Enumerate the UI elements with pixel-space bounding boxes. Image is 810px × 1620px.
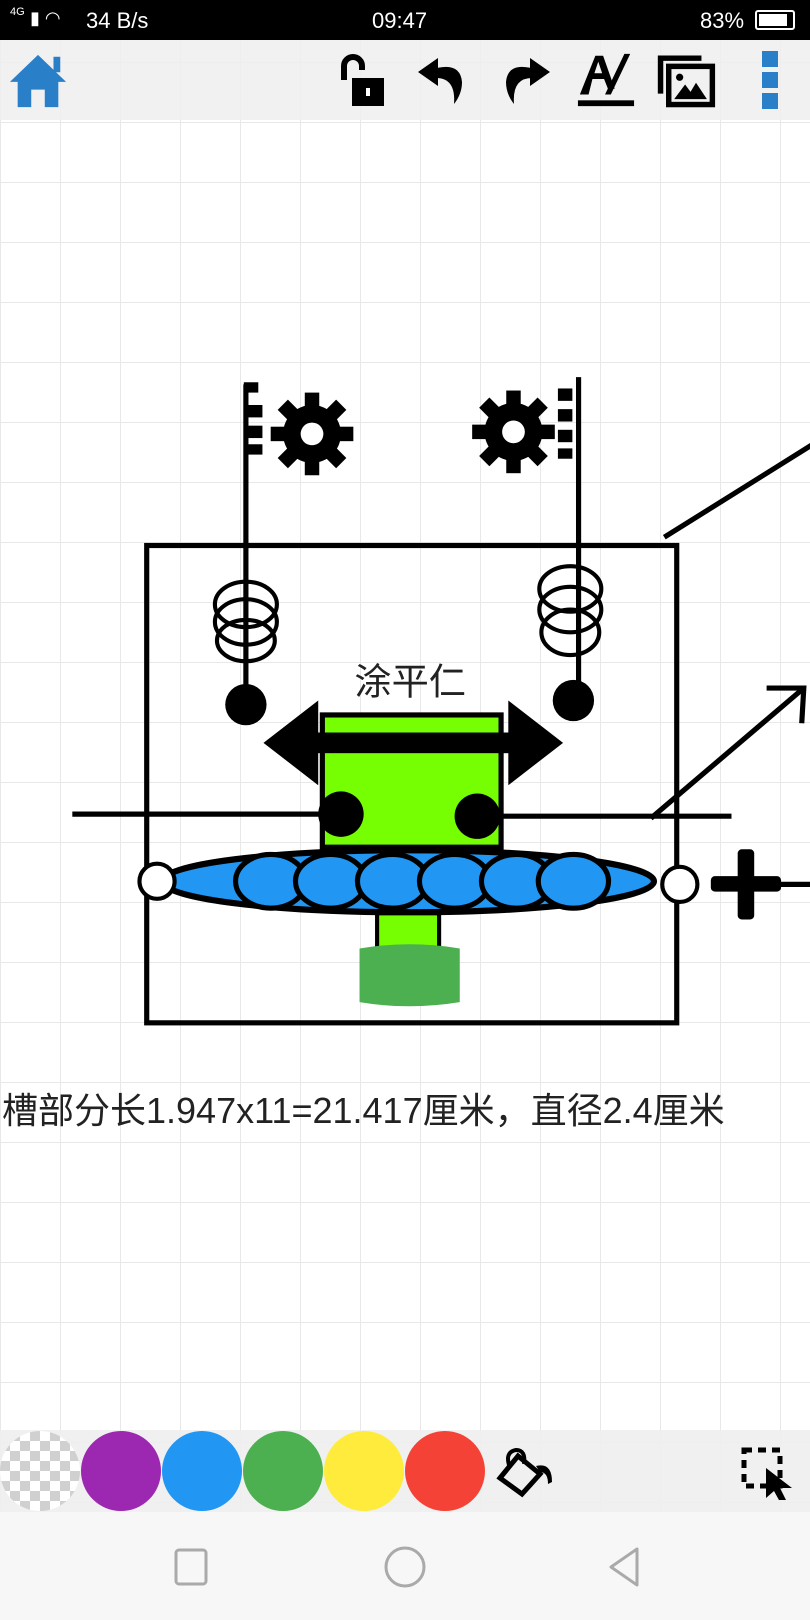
- home-icon: [9, 54, 67, 108]
- plus-icon: [710, 849, 782, 920]
- select-button[interactable]: [740, 1444, 796, 1505]
- undo-button[interactable]: [414, 50, 474, 110]
- battery-icon: [755, 10, 795, 30]
- undo-icon: [418, 58, 462, 104]
- home-button[interactable]: [8, 50, 68, 110]
- image-button[interactable]: [656, 50, 716, 110]
- color-swatch-transparent[interactable]: [0, 1431, 80, 1511]
- more-button[interactable]: [740, 50, 800, 110]
- more-icon: [762, 51, 778, 109]
- caption-text: 槽部分长1.947x11=21.417厘米，直径2.4厘米: [2, 1090, 725, 1131]
- fill-bucket-icon: [496, 1447, 552, 1498]
- image-icon: [657, 55, 716, 108]
- battery-level: 83%: [700, 8, 745, 33]
- back-button[interactable]: [600, 1542, 650, 1592]
- signal-icon: 4G: [10, 6, 25, 18]
- system-nav-bar: [0, 1512, 810, 1620]
- color-swatch-yellow[interactable]: [324, 1431, 404, 1511]
- fill-bucket-button[interactable]: [496, 1442, 556, 1507]
- network-speed: 34 B/s: [86, 8, 149, 33]
- clock: 09:47: [372, 8, 428, 33]
- color-swatch-red[interactable]: [405, 1431, 485, 1511]
- drawing-label: 涂平仁: [354, 659, 466, 703]
- redo-icon: [506, 58, 550, 104]
- lock-button[interactable]: [334, 50, 394, 110]
- gear-icon: [472, 390, 555, 474]
- recents-button[interactable]: [166, 1542, 216, 1592]
- double-arrow: [263, 700, 564, 786]
- circle-home-icon: [384, 1546, 426, 1588]
- frame: [144, 542, 680, 1026]
- spring: [212, 564, 604, 664]
- color-palette: [0, 1430, 810, 1512]
- select-icon: [741, 1447, 792, 1502]
- color-swatch-blue[interactable]: [162, 1431, 242, 1511]
- unlock-icon: [341, 54, 384, 106]
- status-bar: 4G ▮ ◠ 34 B/s 09:47 83%: [0, 0, 810, 40]
- wifi-icon: ▮ ◠: [30, 8, 61, 28]
- color-swatch-purple[interactable]: [81, 1431, 161, 1511]
- color-swatch-green[interactable]: [243, 1431, 323, 1511]
- redo-button[interactable]: [494, 50, 554, 110]
- home-nav-button[interactable]: [380, 1542, 430, 1592]
- text-style-icon: [577, 53, 635, 107]
- back-icon: [609, 1547, 639, 1587]
- text-style-button[interactable]: [576, 50, 636, 110]
- gear-icon: [270, 392, 354, 476]
- recents-icon: [174, 1548, 208, 1586]
- toolbar: [0, 40, 810, 120]
